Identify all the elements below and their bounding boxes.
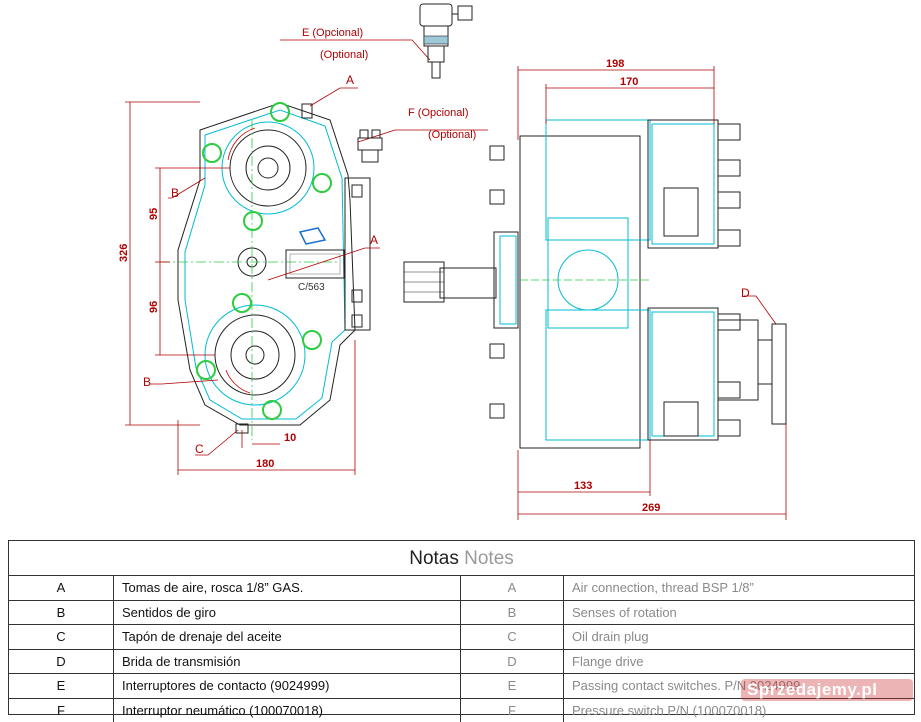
- dim-drain-offset: 10: [284, 432, 296, 444]
- dim-side-width-2: 170: [620, 76, 638, 88]
- side-view: [404, 120, 786, 448]
- dim-lower-offset: 96: [148, 301, 160, 313]
- row-description-es: Sentidos de giro: [114, 601, 461, 625]
- callout-b-upper: B: [171, 186, 179, 200]
- row-description-es: Interruptores de contacto (9024999): [114, 674, 461, 698]
- row-description-en: Senses of rotation: [564, 601, 914, 625]
- row-letter-en: B: [461, 601, 564, 625]
- row-letter-es: C: [9, 625, 114, 649]
- row-description-es: Tomas de aire, rosca 1/8” GAS.: [114, 576, 461, 600]
- callout-b-lower: B: [143, 375, 151, 389]
- technical-drawing: C/563 326 95 96 180 10 A A B B C E (Opc: [0, 0, 921, 540]
- dim-width-front: 180: [256, 458, 274, 470]
- row-description-es: Brida de transmisión: [114, 650, 461, 674]
- callout-d: D: [741, 286, 750, 300]
- dim-side-depth-1: 133: [574, 480, 592, 492]
- dim-height-total: 326: [118, 244, 130, 262]
- row-description-en: Air connection, thread BSP 1/8”: [564, 576, 914, 600]
- dim-side-width-1: 198: [606, 58, 624, 70]
- side-bolts-right: [718, 124, 740, 436]
- row-letter-es: B: [9, 601, 114, 625]
- notes-title-en: Notes: [464, 548, 514, 569]
- row-description-en: Oil drain plug: [564, 625, 914, 649]
- row-description-en: Flange drive: [564, 650, 914, 674]
- plate-label: C/563: [298, 282, 325, 293]
- row-description-es: Interruptor neumático (100070018): [114, 699, 461, 722]
- row-letter-es: E: [9, 674, 114, 698]
- callout-a-mid: A: [370, 233, 378, 247]
- row-letter-es: A: [9, 576, 114, 600]
- notes-title: Notas Notes: [9, 541, 914, 576]
- row-letter-en: C: [461, 625, 564, 649]
- row-letter-en: F: [461, 699, 564, 722]
- dim-side-depth-2: 269: [642, 502, 660, 514]
- callout-leaders: [150, 40, 488, 455]
- row-letter-en: A: [461, 576, 564, 600]
- front-view: C/563: [160, 103, 370, 440]
- callout-a-top: A: [346, 73, 354, 87]
- callout-e-line2: (Optional): [320, 49, 368, 61]
- row-letter-es: D: [9, 650, 114, 674]
- notes-title-es: Notas: [409, 548, 459, 569]
- callout-f-line1: F (Opcional): [408, 107, 469, 119]
- row-description-es: Tapón de drenaje del aceite: [114, 625, 461, 649]
- row-letter-en: E: [461, 674, 564, 698]
- callout-c: C: [195, 442, 204, 456]
- row-letter-es: F: [9, 699, 114, 722]
- dim-upper-offset: 95: [148, 208, 160, 220]
- row-letter-en: D: [461, 650, 564, 674]
- watermark-text: Sprzedajemy.pl: [741, 680, 877, 700]
- side-bolts-left: [490, 146, 504, 418]
- callout-e-line1: E (Opcional): [302, 27, 363, 39]
- watermark-logo: Sprzedajemy.pl: [741, 679, 913, 701]
- callout-f-line2: (Optional): [428, 129, 476, 141]
- row-description-en: Pressure switch P/N (100070018): [564, 699, 914, 722]
- switch-f-icon: [358, 130, 382, 162]
- switch-e-icon: [420, 4, 472, 78]
